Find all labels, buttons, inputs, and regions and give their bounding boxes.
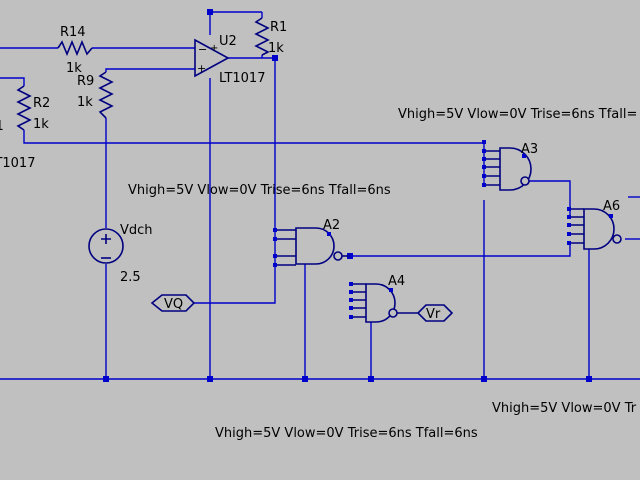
voltage-source-vdch[interactable]: Vdch 2.5 <box>88 223 153 285</box>
a3-name: A3 <box>521 142 538 157</box>
u2-model: LT1017 <box>219 71 265 86</box>
u2-plus-mark: + <box>197 62 206 75</box>
gate-a6[interactable]: A6 <box>567 199 622 250</box>
resistor-r14[interactable]: R14 1k <box>57 25 93 76</box>
a3-params-text: Vhigh=5V Vlow=0V Trise=6ns Tfall= <box>398 107 637 122</box>
u1-model: LT1017 <box>0 156 35 171</box>
gate-a4[interactable]: A4 <box>349 274 418 323</box>
a4-params-text: Vhigh=5V Vlow=0V Trise=6ns Tfall=6ns <box>215 426 478 441</box>
a2-name: A2 <box>323 218 340 233</box>
net-label-vr[interactable]: Vr <box>416 304 454 322</box>
r1-value: 1k <box>268 41 284 56</box>
u2-minus-mark: − <box>198 43 207 56</box>
u1-name: U1 <box>0 119 4 134</box>
r9-value: 1k <box>77 95 93 110</box>
resistor-r2[interactable]: R2 1k <box>16 85 50 132</box>
vdch-value: 2.5 <box>120 270 141 285</box>
opamp-u1-partial[interactable]: U1 LT1017 <box>0 119 35 171</box>
r14-name: R14 <box>60 25 86 40</box>
u2-name: U2 <box>219 34 237 49</box>
gate-a2[interactable]: A2 <box>273 218 350 267</box>
vr-label: Vr <box>426 307 441 322</box>
resistor-r9[interactable]: R9 1k <box>77 71 114 119</box>
net-label-vq[interactable]: VQ <box>150 294 196 312</box>
r1-name: R1 <box>270 20 287 35</box>
opamp-u2[interactable]: − + + U2 LT1017 <box>194 34 265 86</box>
a2-params-text: Vhigh=5V Vlow=0V Trise=6ns Tfall=6ns <box>128 183 391 198</box>
a6-params-text: Vhigh=5V Vlow=0V Tr <box>492 401 637 416</box>
r9-name: R9 <box>77 74 94 89</box>
a4-name: A4 <box>388 274 405 289</box>
a6-name: A6 <box>603 199 620 214</box>
resistor-r1[interactable]: R1 1k <box>254 12 287 56</box>
r2-name: R2 <box>33 96 50 111</box>
r14-value: 1k <box>66 61 82 76</box>
vdch-name: Vdch <box>120 223 153 238</box>
gate-a3[interactable]: A3 <box>482 140 538 191</box>
r2-value: 1k <box>33 117 49 132</box>
vq-label: VQ <box>164 297 183 312</box>
u2-supply-plus-mark: + <box>210 43 218 54</box>
